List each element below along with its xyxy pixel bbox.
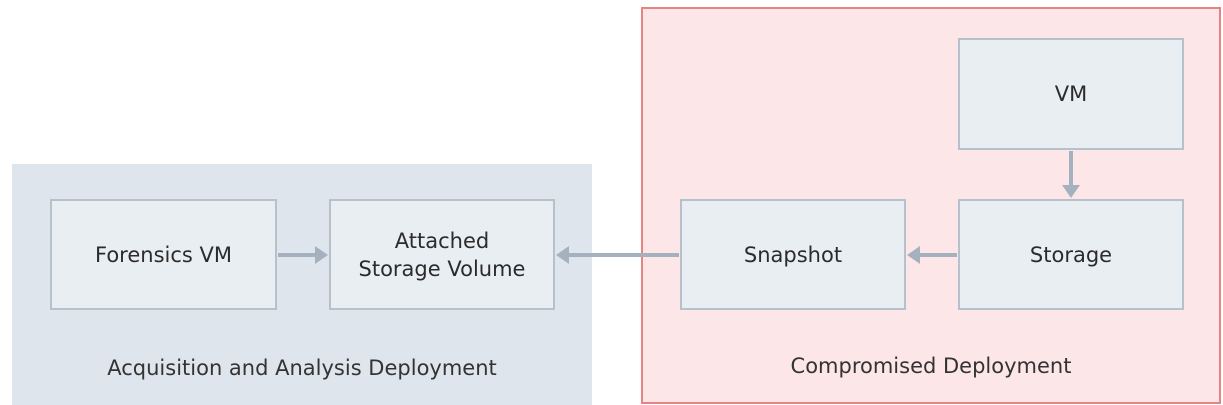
vm-node: VM — [958, 38, 1184, 150]
forensics-vm-node: Forensics VM — [50, 199, 277, 310]
compromised-deployment-label: Compromised Deployment — [790, 354, 1072, 378]
attached-storage-volume-node: Attached Storage Volume — [329, 199, 555, 310]
snapshot-node: Snapshot — [680, 199, 906, 310]
acquisition-deployment-label: Acquisition and Analysis Deployment — [107, 356, 497, 380]
storage-node: Storage — [958, 199, 1184, 310]
